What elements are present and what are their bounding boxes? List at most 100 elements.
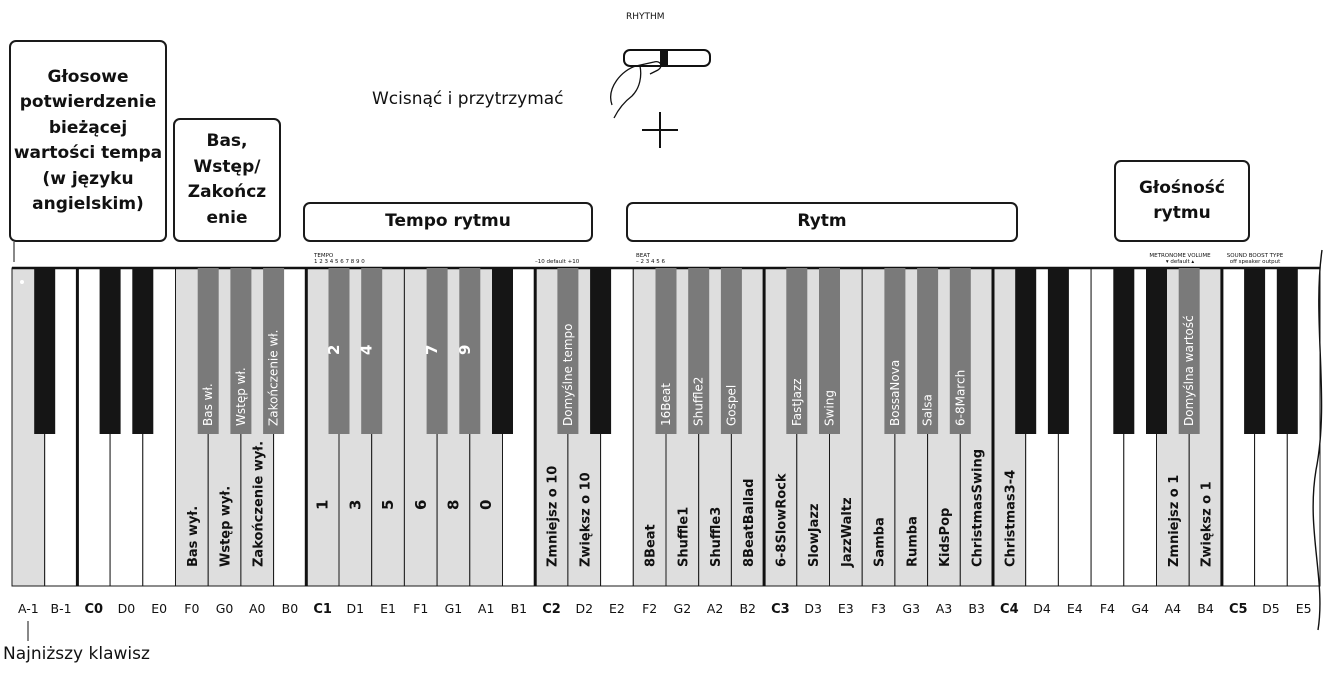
black-key-label: Salsa bbox=[921, 394, 935, 426]
key-name: C3 bbox=[771, 602, 790, 617]
key-name: B0 bbox=[282, 601, 299, 616]
metronome-note: METRONOME VOLUME bbox=[1149, 253, 1211, 259]
key-name: E4 bbox=[1067, 601, 1083, 616]
black-key bbox=[688, 268, 710, 434]
black-key bbox=[655, 268, 677, 434]
black-key bbox=[426, 268, 448, 434]
metronome-sub-note: ▾ default ▴ bbox=[1166, 259, 1195, 265]
bass-intro-text: Bas, Wstęp/ Zakończ enie bbox=[187, 131, 267, 228]
white-key-label: KidsPop bbox=[938, 508, 953, 567]
black-key-label: Domyślna wartość bbox=[1182, 315, 1196, 426]
key-name: E0 bbox=[151, 601, 167, 616]
black-key bbox=[263, 268, 285, 434]
black-key bbox=[590, 268, 612, 434]
key-name: F3 bbox=[871, 601, 886, 616]
key-name: F2 bbox=[642, 601, 657, 616]
white-key-label: 1 bbox=[314, 500, 332, 510]
black-key-label: FastJazz bbox=[790, 378, 804, 426]
black-key bbox=[1113, 268, 1135, 434]
black-key-label: 2 bbox=[325, 345, 343, 355]
key-name: A1 bbox=[478, 601, 495, 616]
key-name: D4 bbox=[1033, 601, 1051, 616]
white-key-label: ChristmasSwing bbox=[971, 449, 986, 567]
black-key bbox=[34, 268, 56, 434]
press-hand-icon bbox=[610, 60, 662, 119]
black-key-label: Zakończenie wł. bbox=[267, 330, 281, 427]
key-name: B4 bbox=[1197, 601, 1214, 616]
white-key-label: Samba bbox=[873, 517, 888, 567]
key-name: B2 bbox=[739, 601, 756, 616]
voice-key-dot bbox=[20, 280, 24, 284]
key-name: E2 bbox=[609, 601, 625, 616]
tempo-digits-note: 1 2 3 4 5 6 7 8 9 0 bbox=[314, 259, 365, 265]
rhythm-button-label: RHYTHM bbox=[626, 12, 665, 22]
key-name: A0 bbox=[249, 601, 266, 616]
black-key bbox=[132, 268, 154, 434]
black-key-label: Wstęp wł. bbox=[234, 367, 248, 426]
key-name: G3 bbox=[902, 601, 920, 616]
black-key-label: 6-8March bbox=[953, 370, 967, 426]
key-name: B1 bbox=[511, 601, 528, 616]
white-key-label: 6-8SlowRock bbox=[774, 473, 789, 567]
white-key-label: Shuffle3 bbox=[709, 507, 724, 567]
white-key-label: Zakończenie wył. bbox=[251, 441, 266, 567]
key-name: E5 bbox=[1296, 601, 1312, 616]
white-key-label: Zmniejsz o 1 bbox=[1167, 475, 1182, 567]
rhythm-text: Rytm bbox=[797, 211, 847, 232]
keyboard-cut-edge bbox=[1312, 249, 1323, 631]
key-name: D1 bbox=[347, 601, 365, 616]
sound-boost-note: SOUND BOOST TYPE bbox=[1227, 253, 1284, 259]
key-name: C1 bbox=[313, 602, 332, 617]
black-key bbox=[1178, 268, 1200, 434]
lowest-key-text: Najniższy klawisz bbox=[3, 644, 150, 664]
black-key bbox=[819, 268, 840, 434]
key-name: D3 bbox=[804, 601, 822, 616]
white-key-label: Zwiększ o 1 bbox=[1200, 481, 1215, 567]
press-hold-text: Wcisnąć i przytrzymać bbox=[372, 89, 564, 109]
key-name: G4 bbox=[1131, 601, 1149, 616]
black-key-label: Gospel bbox=[724, 385, 738, 426]
black-key-label: Swing bbox=[823, 390, 837, 426]
key-name: B3 bbox=[968, 601, 985, 616]
black-key-label: Shuffle2 bbox=[692, 377, 706, 426]
white-key-label: Wstęp wył. bbox=[219, 486, 234, 567]
white-key-label: 0 bbox=[477, 500, 495, 510]
rhythm-box: Rytm bbox=[626, 202, 1018, 242]
key-name: C0 bbox=[84, 602, 103, 617]
key-name: G2 bbox=[674, 601, 692, 616]
black-key bbox=[786, 268, 808, 434]
black-key-label: BossaNova bbox=[888, 360, 902, 426]
black-key bbox=[1047, 268, 1069, 434]
tempo-adjust-note: –10 default +10 bbox=[535, 259, 580, 265]
bass-intro-box: Bas, Wstęp/ Zakończ enie bbox=[173, 118, 281, 242]
black-key-label: 7 bbox=[423, 345, 441, 355]
voice-confirmation-box: Głosowe potwierdzenie bieżącej wartości … bbox=[9, 40, 167, 242]
key-name: A2 bbox=[707, 601, 724, 616]
black-key-label: 9 bbox=[456, 345, 474, 355]
black-key bbox=[492, 268, 513, 434]
black-key bbox=[720, 268, 742, 434]
white-key-label: Zmniejsz o 10 bbox=[546, 466, 561, 567]
white-key-label: Bas wył. bbox=[186, 506, 201, 567]
black-key bbox=[949, 268, 971, 434]
white-key-label: 8Beat bbox=[644, 524, 659, 567]
black-key-label: 16Beat bbox=[659, 383, 673, 426]
key-name: D0 bbox=[118, 601, 136, 616]
black-key-label: Bas wł. bbox=[201, 383, 215, 426]
tempo-box: Tempo rytmu bbox=[303, 202, 593, 242]
white-key-label: 8 bbox=[444, 500, 462, 510]
key-name: F0 bbox=[184, 601, 199, 616]
black-key-label: 4 bbox=[358, 345, 376, 355]
volume-text: Głośność rytmu bbox=[1138, 177, 1226, 224]
key-name: C2 bbox=[542, 602, 561, 617]
black-key bbox=[99, 268, 121, 434]
key-name: F4 bbox=[1100, 601, 1115, 616]
volume-box: Głośność rytmu bbox=[1114, 160, 1250, 242]
black-key bbox=[230, 268, 252, 434]
key-name: A4 bbox=[1165, 601, 1182, 616]
black-key bbox=[1244, 268, 1266, 434]
key-name: D5 bbox=[1262, 601, 1280, 616]
black-key bbox=[328, 268, 350, 434]
